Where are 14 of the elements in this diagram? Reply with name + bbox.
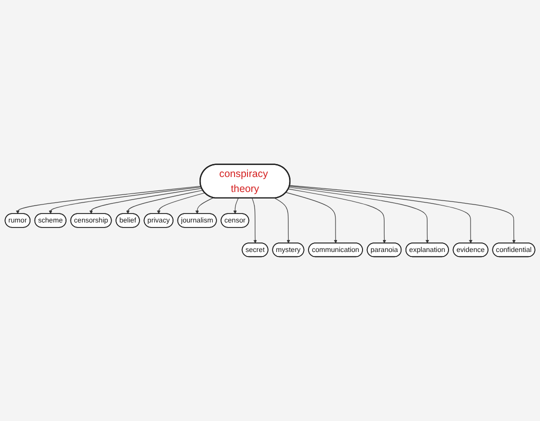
arrow [274,198,290,244]
arrow [233,198,239,214]
arrow [288,186,430,244]
arrow [16,186,202,214]
arrow [252,198,257,244]
arrow [156,192,206,214]
arrow [288,188,386,244]
arrow [286,192,338,244]
arrow [195,197,214,214]
arrow [126,190,204,214]
arrow [89,188,202,214]
arrow [289,185,516,244]
arrow [289,186,472,244]
arrow [48,186,202,214]
